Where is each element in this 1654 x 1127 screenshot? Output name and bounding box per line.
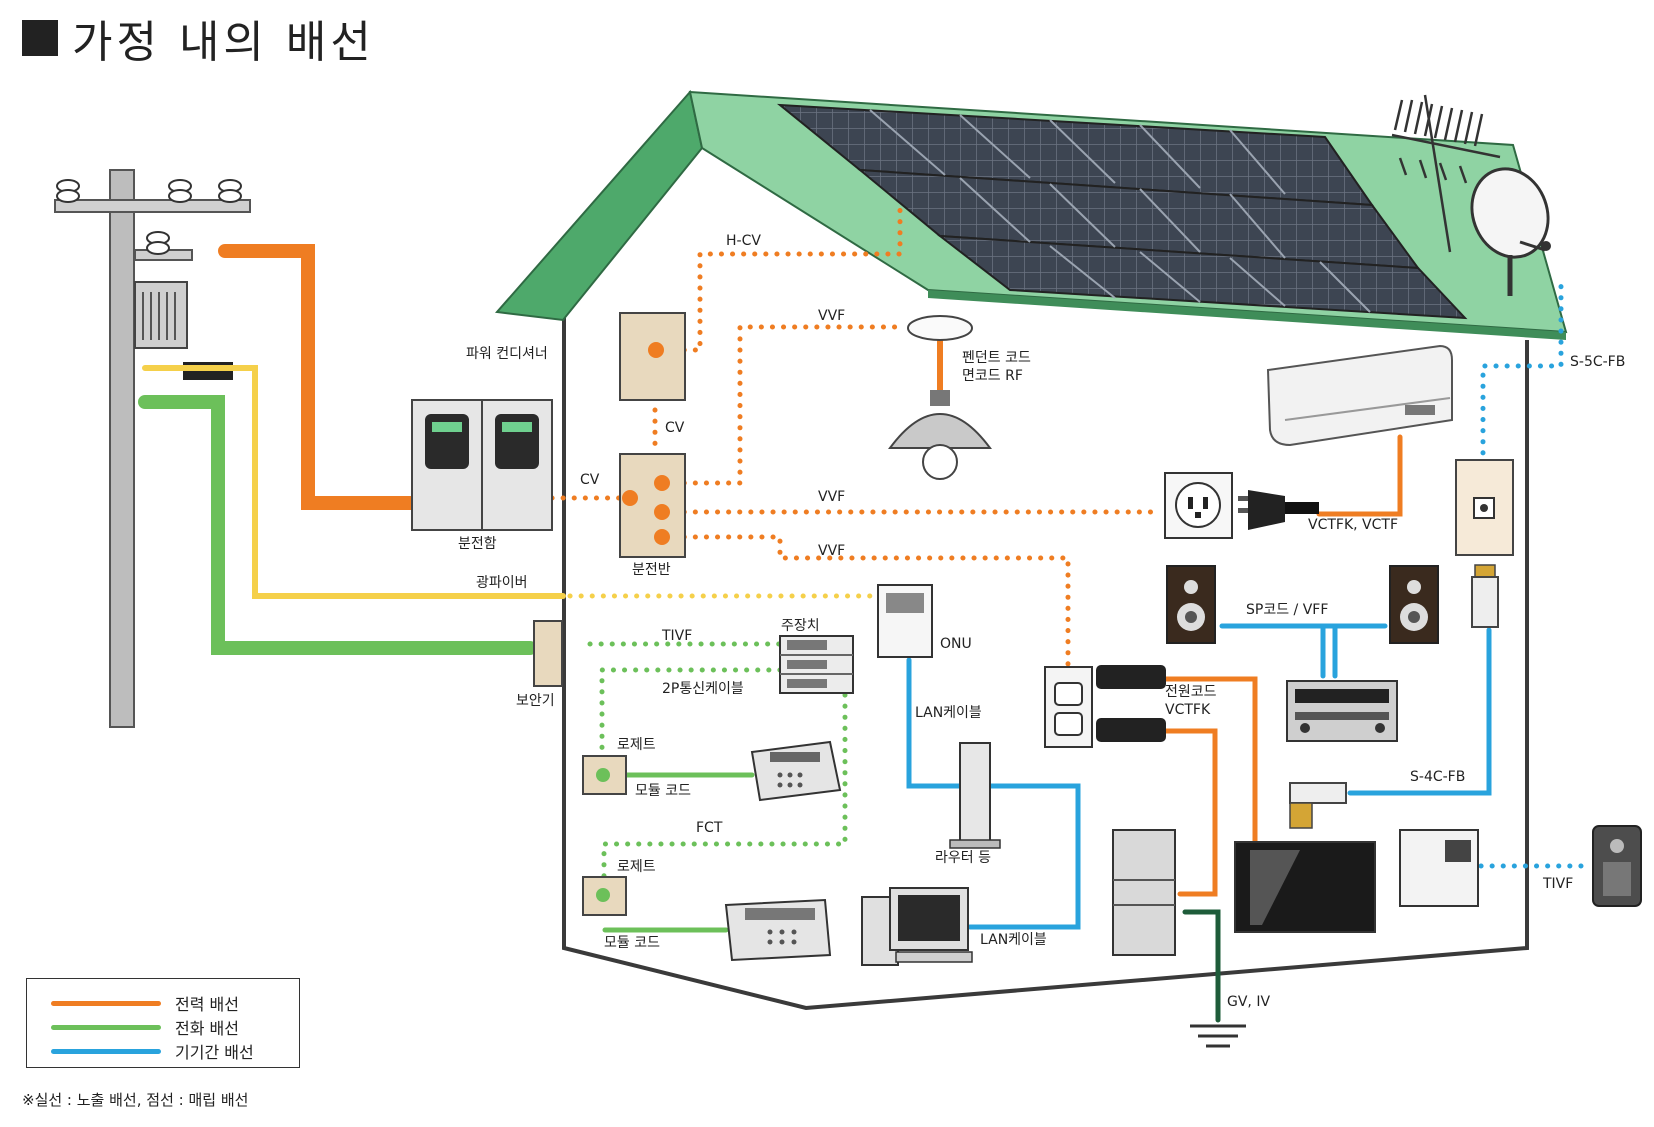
label-lan-cable-2: LAN케이블 (980, 932, 1047, 948)
power-conditioner-icon (619, 312, 686, 401)
solar-panel-icon (776, 103, 1468, 320)
label-rosette-1: 로제트 (617, 737, 656, 753)
power-wiring-buried (549, 207, 1163, 669)
label-fiber: 광파이버 (476, 575, 528, 591)
label-module-cord-1: 모듈 코드 (635, 783, 691, 799)
legend-swatch-device (51, 1048, 161, 1054)
house-outline (562, 315, 1529, 1011)
title-text: 가정 내의 배선 (72, 17, 375, 68)
intercom-icon (1399, 829, 1479, 907)
label-cv-main: CV (580, 472, 600, 488)
tv-icon (1234, 841, 1376, 933)
label-vvf-mid: VVF (818, 489, 846, 505)
title-square-icon (22, 20, 58, 56)
label-vvf-low: VVF (818, 543, 846, 559)
tv-terminal-icon (1455, 459, 1514, 556)
label-cv-vertical: CV (665, 420, 685, 436)
label-fct: FCT (696, 820, 723, 836)
label-module-cord-2: 모듈 코드 (604, 935, 660, 951)
telephone-icon (750, 740, 842, 802)
phone-wiring (138, 395, 755, 933)
fax-phone-icon (724, 898, 832, 962)
label-s4c-fb: S-4C-FB (1410, 769, 1466, 785)
phone-wiring-buried (587, 641, 848, 888)
legend-label-power: 전력 배선 (175, 995, 239, 1014)
legend-item-power: 전력 배선 (51, 993, 239, 1014)
label-gv-iv: GV, IV (1227, 994, 1271, 1010)
fiber-wiring (142, 365, 881, 599)
onu-icon (877, 584, 933, 658)
label-onu: ONU (940, 636, 972, 652)
legend: 전력 배선 전화 배선 기기간 배선 (26, 978, 300, 1068)
main-unit-icon (779, 635, 854, 694)
av-receiver-icon (1286, 680, 1398, 742)
page-title: 가정 내의 배선 (22, 8, 375, 68)
label-tivf-top: TIVF (662, 628, 693, 644)
label-s5c-fb: S-5C-FB (1570, 354, 1626, 370)
f-connector-icon (1471, 564, 1499, 628)
label-h-cv: H-CV (726, 233, 761, 249)
legend-note: ※실선 : 노출 배선, 점선 : 매립 배선 (22, 1091, 249, 1109)
outlet-icon (1164, 472, 1233, 539)
label-2p-cable: 2P통신케이블 (662, 681, 744, 697)
pendant-lamp-icon (888, 315, 992, 480)
refrigerator-icon (1112, 829, 1176, 956)
label-vctfk-vctf: VCTFK, VCTF (1308, 517, 1398, 533)
device-wiring-buried (1478, 279, 1593, 869)
plug-icon (1238, 490, 1319, 530)
device-wiring (906, 623, 1492, 930)
desktop-pc-icon (861, 887, 973, 966)
legend-swatch-phone (51, 1024, 161, 1030)
label-protector: 보안기 (516, 693, 555, 709)
speaker-icon (1166, 565, 1439, 644)
label-distribution-panel: 분전반 (632, 562, 671, 578)
label-vvf-top: VVF (818, 308, 846, 324)
protector-icon (533, 620, 563, 687)
legend-swatch-power (51, 1000, 161, 1006)
legend-item-device: 기기간 배선 (51, 1041, 254, 1062)
label-router: 라우터 등 (935, 850, 991, 866)
label-main-unit: 주장치 (781, 618, 820, 634)
label-rosette-2: 로제트 (617, 859, 656, 875)
label-power-cord: 전원코드 VCTFK (1165, 684, 1217, 718)
label-pendant-cord: 펜던트 코드 면코드 RF (962, 350, 1031, 384)
router-icon (949, 742, 1001, 849)
wall-outlet-icon (1044, 665, 1166, 748)
legend-label-phone: 전화 배선 (175, 1019, 239, 1038)
label-lan-cable-1: LAN케이블 (915, 705, 982, 721)
satellite-dish-icon (1470, 167, 1551, 296)
rosette-icon (582, 755, 627, 916)
legend-item-phone: 전화 배선 (51, 1017, 239, 1038)
air-conditioner-icon (1266, 344, 1453, 447)
label-tivf-right: TIVF (1543, 876, 1574, 892)
meter-box-icon (411, 399, 553, 531)
power-wiring (218, 244, 1403, 897)
utility-pole-icon (54, 169, 251, 728)
ground-wiring (1182, 909, 1221, 1023)
label-sp-cord: SP코드 / VFF (1246, 602, 1329, 618)
label-meter-box: 분전함 (458, 536, 497, 552)
distribution-panel-icon (619, 453, 686, 558)
tv-antenna-icon (1391, 94, 1501, 253)
door-camera-icon (1592, 825, 1642, 907)
legend-label-device: 기기간 배선 (175, 1043, 254, 1062)
label-power-conditioner: 파워 컨디셔너 (466, 346, 548, 362)
l-connector-icon (1289, 782, 1347, 829)
ground-icon (1190, 1024, 1246, 1048)
